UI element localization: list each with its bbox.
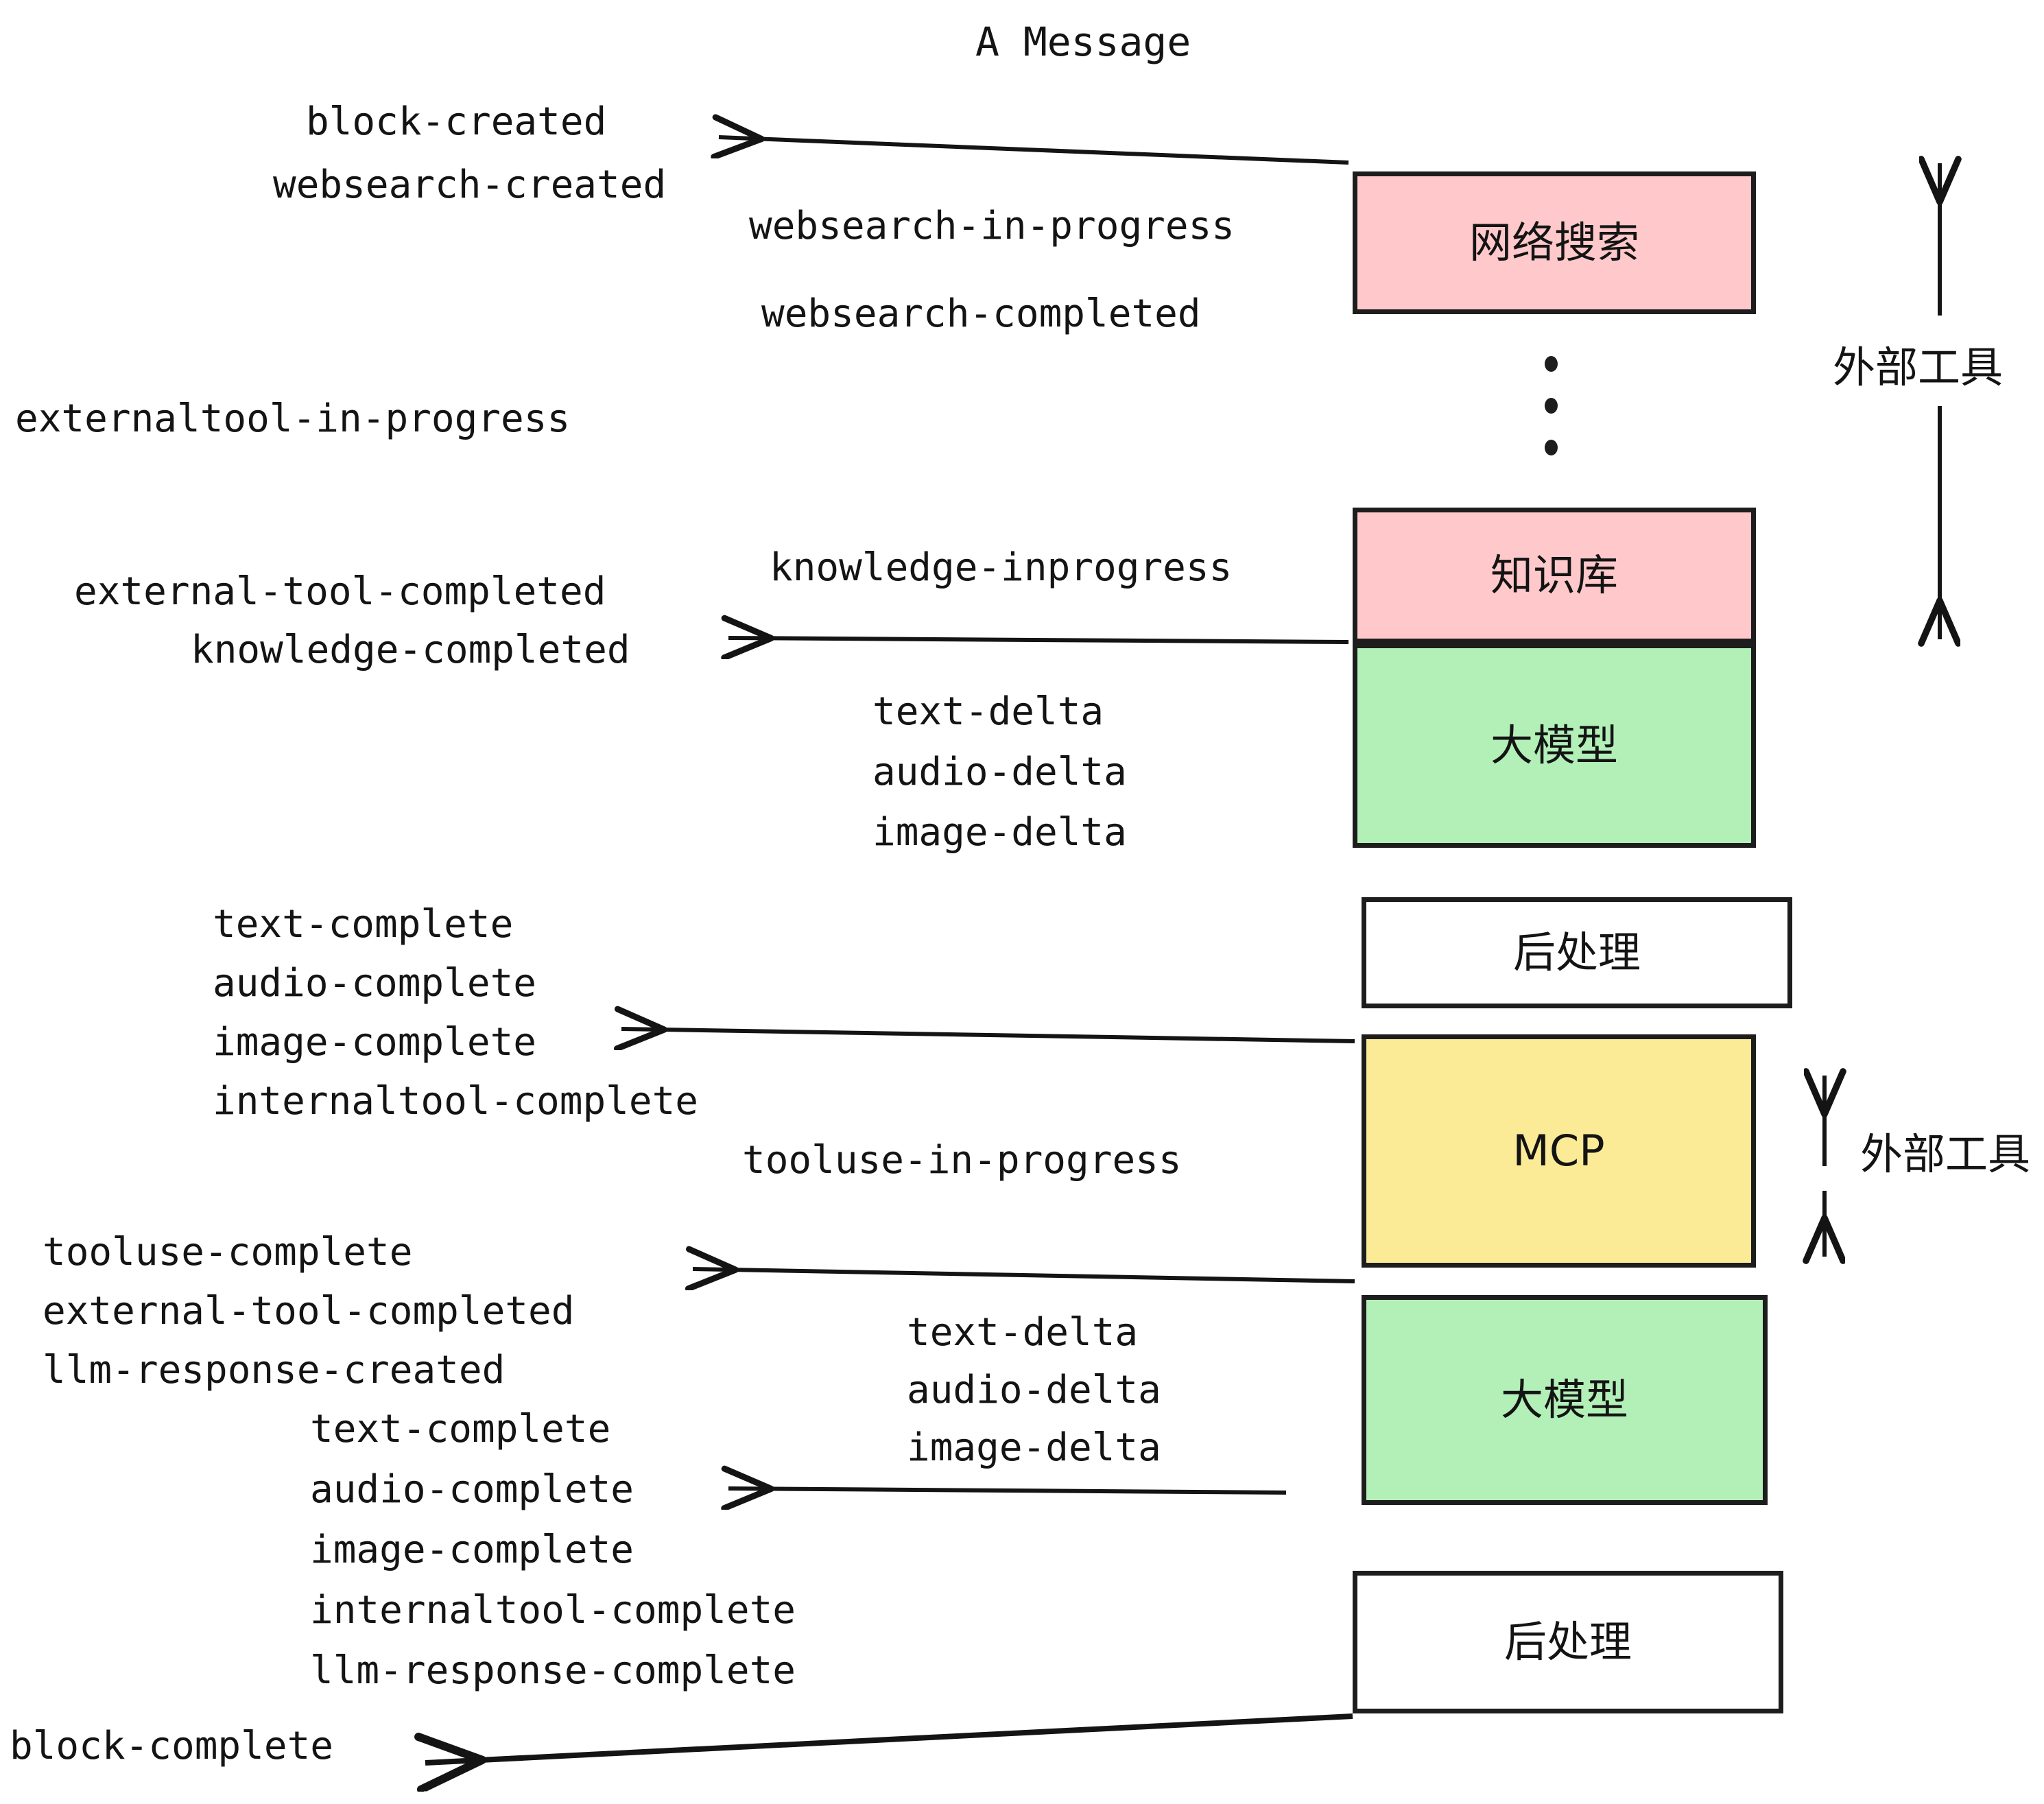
event-label-image-delta-1: image-delta xyxy=(872,810,1127,855)
vertical-ellipsis xyxy=(1545,343,1558,468)
arrow-postprocess2-to-block-complete xyxy=(425,1713,1353,1763)
box-postprocess-1[interactable]: 后处理 xyxy=(1362,897,1792,1008)
event-label-block-complete: block-complete xyxy=(10,1724,334,1768)
event-label-text-complete-1: text-complete xyxy=(213,902,514,947)
event-label-audio-delta-1: audio-delta xyxy=(872,750,1127,794)
event-label-tooluse-in-progress: tooluse-in-progress xyxy=(742,1138,1182,1183)
event-label-llm-response-created: llm-response-created xyxy=(43,1348,506,1392)
arrow-llm2-to-audio-complete xyxy=(728,1488,1287,1493)
event-label-image-delta-2: image-delta xyxy=(907,1425,1161,1470)
box-llm-1-label: 大模型 xyxy=(1490,720,1618,770)
arrow-postprocess1-to-image-complete xyxy=(621,1029,1355,1041)
box-postprocess-1-label: 后处理 xyxy=(1512,927,1641,977)
event-label-text-delta-2: text-delta xyxy=(907,1310,1139,1355)
box-knowledge[interactable]: 知识库 xyxy=(1353,508,1756,643)
event-label-knowledge-inprogress: knowledge-inprogress xyxy=(770,545,1233,590)
box-llm-1[interactable]: 大模型 xyxy=(1353,643,1756,848)
event-label-websearch-completed: websearch-completed xyxy=(761,292,1201,336)
box-llm-2-label: 大模型 xyxy=(1500,1375,1628,1425)
box-websearch[interactable]: 网络搜索 xyxy=(1353,171,1756,314)
arrow-mcp-to-tooluse-complete xyxy=(693,1269,1355,1281)
event-label-externaltool-in-progress: externaltool-in-progress xyxy=(15,396,571,441)
diagram-title: A Message xyxy=(975,19,1191,65)
event-label-llm-response-complete: llm-response-complete xyxy=(310,1648,796,1693)
event-label-external-tool-completed-2: external-tool-completed xyxy=(43,1289,575,1333)
box-mcp-label: MCP xyxy=(1512,1126,1605,1176)
group-label-external-tools-top: 外部工具 xyxy=(1833,342,2004,392)
box-knowledge-label: 知识库 xyxy=(1490,550,1618,600)
event-label-text-complete-2: text-complete xyxy=(310,1407,611,1451)
event-label-block-created: block-created xyxy=(306,99,607,144)
event-label-image-complete-2: image-complete xyxy=(310,1528,634,1572)
event-label-knowledge-completed: knowledge-completed xyxy=(191,628,630,672)
event-label-image-complete-1: image-complete xyxy=(213,1020,537,1065)
box-postprocess-2[interactable]: 后处理 xyxy=(1353,1571,1783,1713)
box-llm-2[interactable]: 大模型 xyxy=(1362,1295,1768,1505)
box-postprocess-2-label: 后处理 xyxy=(1504,1617,1632,1667)
event-label-websearch-in-progress: websearch-in-progress xyxy=(749,204,1235,248)
arrow-websearch-to-created xyxy=(719,137,1349,165)
event-label-audio-complete-1: audio-complete xyxy=(213,961,537,1006)
event-label-text-delta-1: text-delta xyxy=(872,689,1104,734)
box-websearch-label: 网络搜索 xyxy=(1469,217,1639,268)
event-label-internaltool-complete-1: internaltool-complete xyxy=(213,1079,699,1124)
event-label-websearch-created: websearch-created xyxy=(273,163,667,207)
group-label-external-tools-bottom: 外部工具 xyxy=(1860,1129,2031,1179)
box-mcp[interactable]: MCP xyxy=(1362,1034,1756,1268)
event-label-internaltool-complete-2: internaltool-complete xyxy=(310,1588,796,1633)
event-label-audio-complete-2: audio-complete xyxy=(310,1467,634,1512)
event-label-external-tool-completed-1: external-tool-completed xyxy=(74,569,606,614)
event-label-audio-delta-2: audio-delta xyxy=(907,1368,1161,1412)
event-label-tooluse-complete: tooluse-complete xyxy=(43,1230,413,1274)
arrow-knowledge-to-completed xyxy=(728,638,1349,642)
